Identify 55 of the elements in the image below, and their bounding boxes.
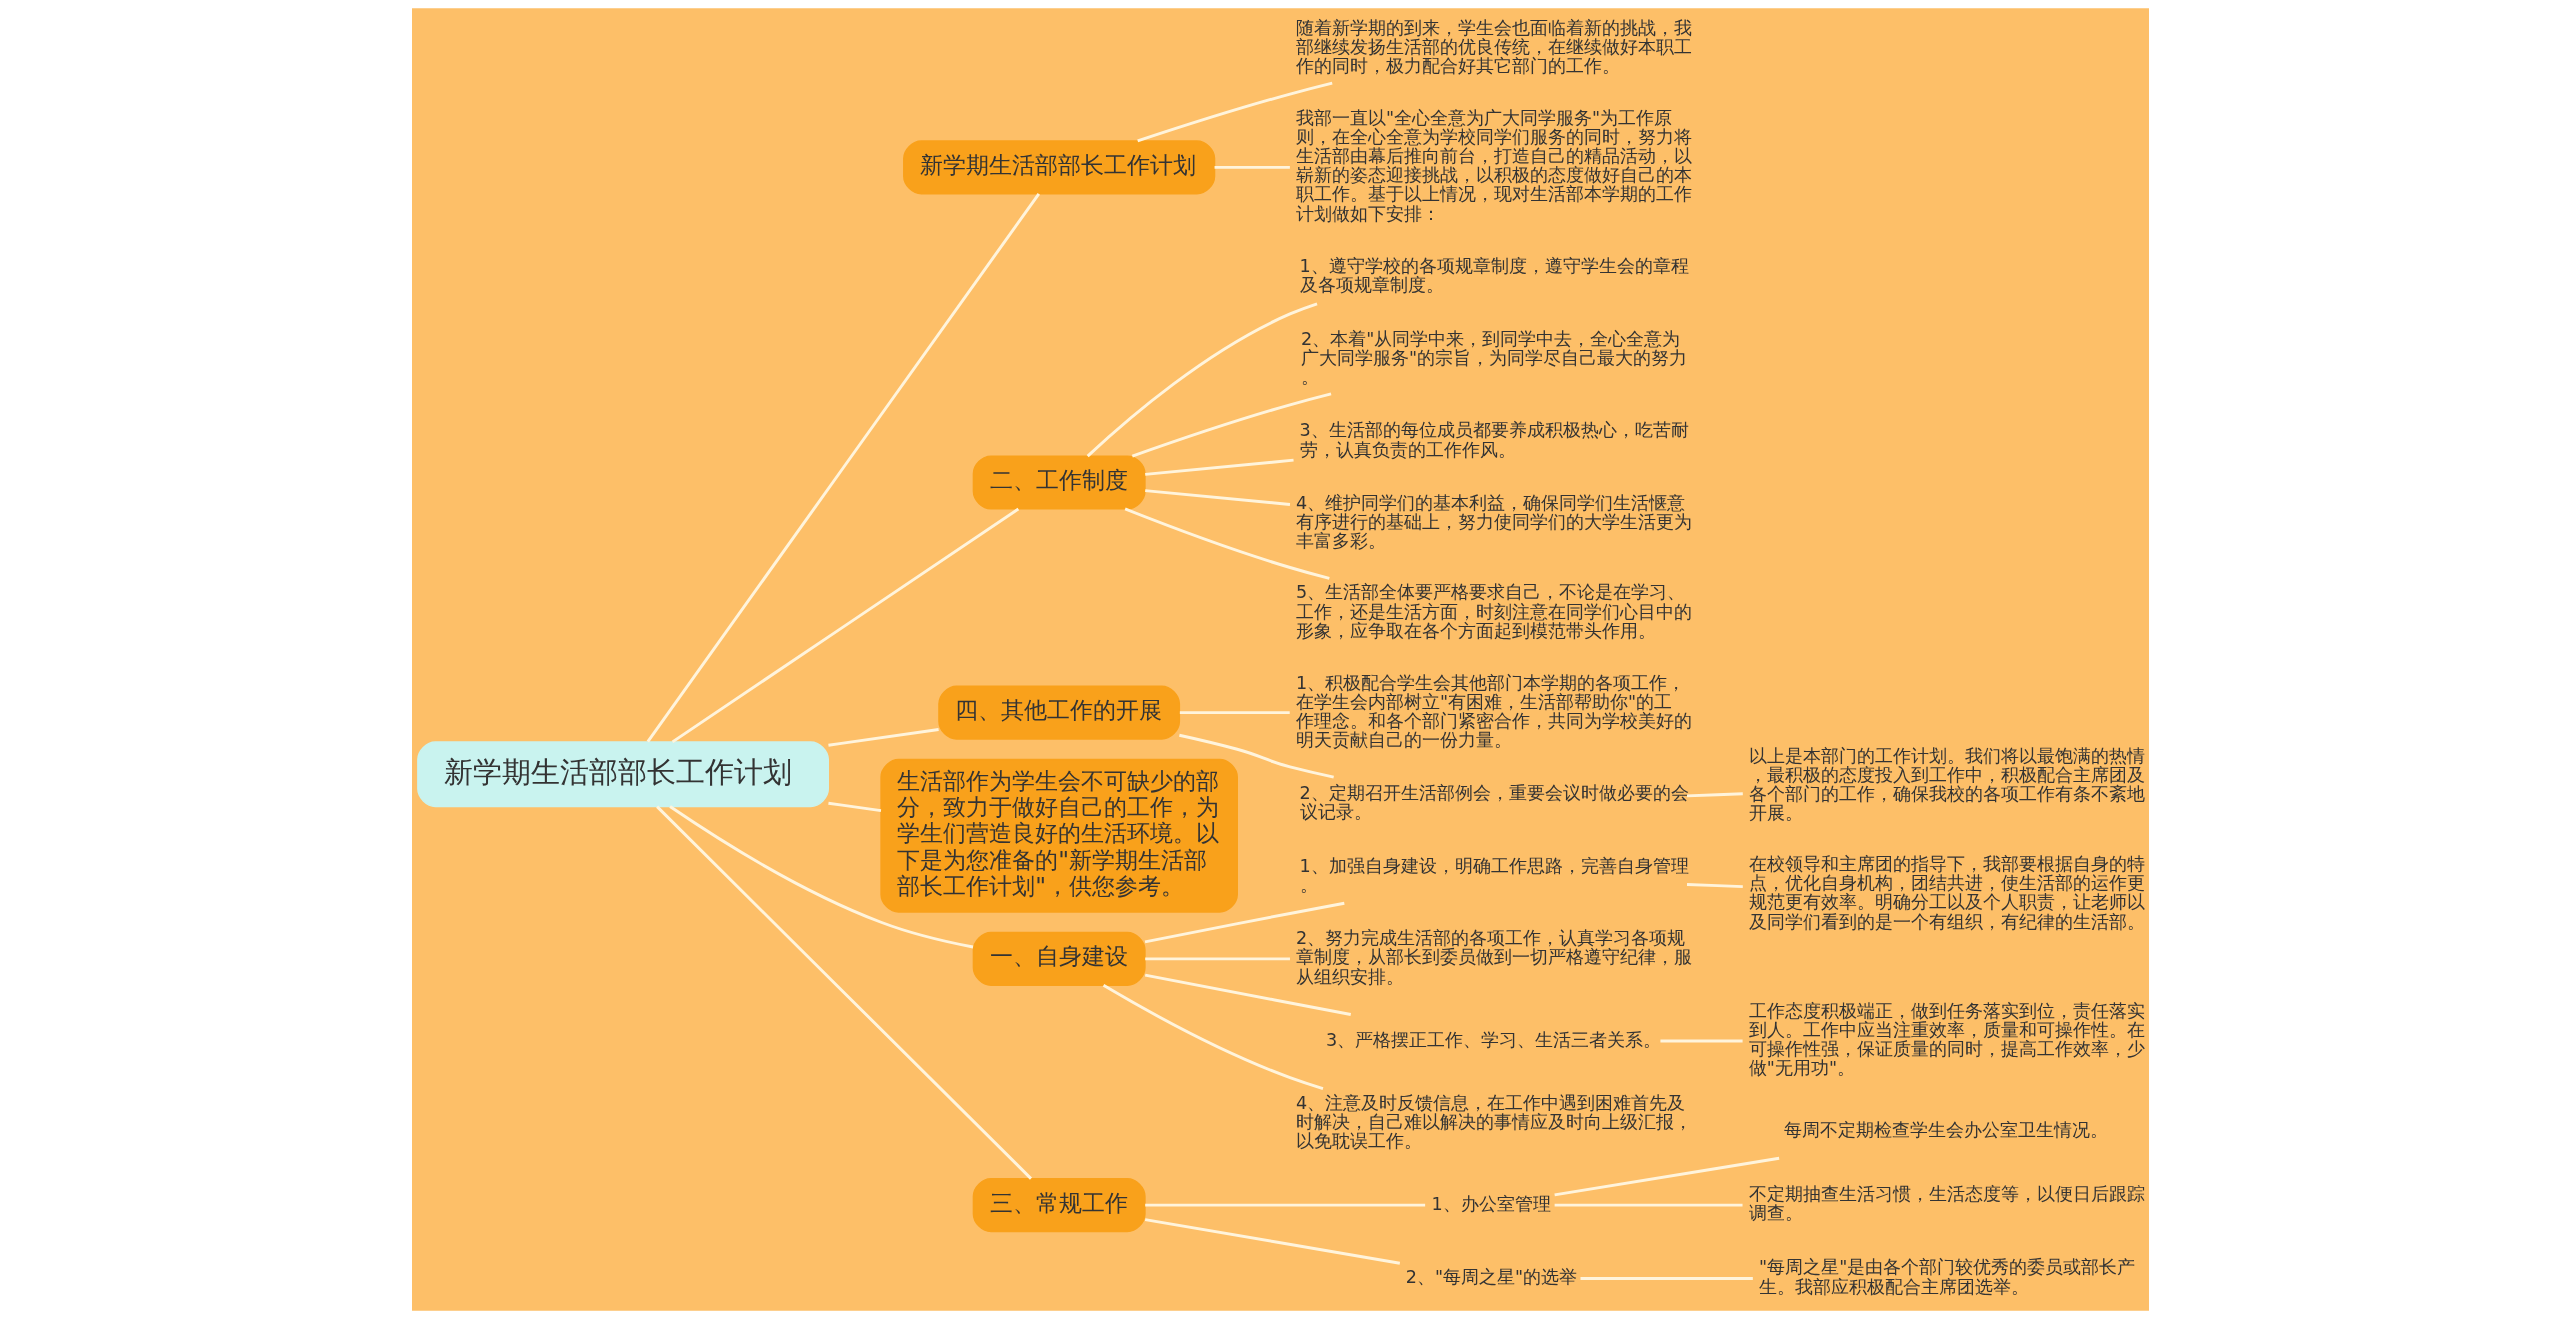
connector	[1124, 507, 1330, 580]
connector	[1144, 973, 1351, 1016]
connector	[1144, 901, 1345, 944]
node-box: 一、自身建设	[972, 931, 1146, 986]
node-text: 工作态度积极端正，做到任务落实到位，责任落实到人。工作中应当注重效率，质量和可操作性。在可操作性强，保证质量的同时，提高工作效率，少做"无用功"。	[1748, 1000, 2145, 1079]
connector	[1178, 733, 1334, 779]
connector	[1553, 1156, 1779, 1197]
connector	[1131, 392, 1331, 458]
node-text: 1、积极配合学生会其他部门本学期的各项工作，在学生会内部树立"有困难，生活部帮助你"的工作理念。和各个部门紧密合作，共同为学校美好的明天贡献自己的一份力量。	[1295, 672, 1692, 750]
connector	[827, 801, 881, 813]
connector	[1144, 458, 1294, 476]
connector	[671, 507, 1019, 744]
connector	[1580, 1276, 1753, 1280]
connector	[1144, 1218, 1400, 1265]
connector	[1554, 1203, 1743, 1207]
node-text: 4、注意及时反馈信息，在工作中遇到困难首先及时解决，自己难以解决的事情应及时向上级汇报，以免耽误工作。	[1295, 1092, 1692, 1151]
node-text: 1、办公室管理	[1430, 1193, 1551, 1214]
node-text: 3、生活部的每位成员都要养成积极热心，吃苦耐劳，认真负责的工作作风。	[1299, 420, 1689, 460]
connector	[1144, 957, 1290, 961]
connector	[1214, 165, 1290, 169]
node-text: 我部一直以"全心全意为广大同学服务"为工作原则，在全心全意为学校同学们服务的同时，努力将生活部由幕后推向前台，打造自己的精品活动，以崭新的姿态迎接挑战，以积极的态度做好自己的本职工作。基于以上情况，现对生活部本学期的工作计划做如下安排：	[1295, 108, 1692, 224]
connector	[1179, 711, 1290, 715]
node-text: 每周不定期检查学生会办公室卫生情况。	[1783, 1120, 2108, 1141]
node-box: 三、常规工作	[972, 1178, 1146, 1233]
node-text: 在校领导和主席团的指导下，我部要根据自身的特点，优化自身机构，团结共进，使生活部的运作更规范更有效率。明确分工以及个人职责，让老师以及同学们看到的是一个有组织，有纪律的生活部。	[1748, 854, 2145, 932]
node-text: 2、"每周之星"的选举	[1405, 1266, 1577, 1287]
connector	[668, 805, 973, 949]
node-text: 3、严格摆正工作、学习、生活三者关系。	[1325, 1029, 1661, 1050]
connector	[1686, 883, 1743, 889]
connector	[1136, 81, 1333, 143]
connector	[1086, 302, 1318, 458]
node-text: 5、生活部全体要严格要求自己，不论是在学习、工作，还是生活方面，时刻注意在同学们心目中的形象，应争取在各个方面起到模范带头作用。	[1295, 582, 1692, 641]
node-text: 1、遵守学校的各项规章制度，遵守学生会的章程及各项规章制度。	[1299, 256, 1689, 296]
connector	[1144, 489, 1290, 506]
node-box: 新学期生活部部长工作计划	[902, 140, 1215, 195]
node-text: "每周之星"是由各个部门较优秀的委员或部长产生。我部应积极配合主席团选举。	[1758, 1257, 2135, 1297]
node-text: 1、加强自身建设，明确工作思路，完善自身管理。	[1299, 855, 1689, 895]
connector	[1144, 1203, 1425, 1207]
node-text: 2、本着"从同学中来，到同学中去，全心全意为广大同学服务"的宗旨，为同学尽自己最大的努力。	[1300, 328, 1687, 387]
node-box: 新学期生活部部长工作计划	[416, 741, 829, 808]
node-text: 2、努力完成生活部的各项工作，认真学习各项规章制度，从部长到委员做到一切严格遵守纪律，服从组织安排。	[1295, 928, 1692, 987]
node-text: 不定期抽查生活习惯，生活态度等，以便日后跟踪调查。	[1748, 1184, 2145, 1224]
connector	[827, 728, 939, 747]
node-text: 2、定期召开生活部例会，重要会议时做必要的会议记录。	[1299, 782, 1689, 822]
node-text: 以上是本部门的工作计划。我们将以最饱满的热情，最积极的态度投入到工作中，积极配合主席团及各个部门的工作，确保我校的各项工作有条不紊地开展。	[1748, 745, 2145, 824]
connector	[655, 805, 1032, 1180]
connector	[1659, 1039, 1743, 1043]
node-text: 随着新学期的到来，学生会也面临着新的挑战，我部继续发扬生活部的优良传统，在继续做好本职工作的同时，极力配合好其它部门的工作。	[1295, 18, 1692, 77]
connector	[1686, 792, 1743, 798]
connector	[646, 192, 1040, 743]
node-box: 生活部作为学生会不可缺少的部分，致力于做好自己的工作，为学生们营造良好的生活环境。以下是为您准备的"新学期生活部部长工作计划"，供您参考。	[879, 758, 1238, 913]
node-text: 4、维护同学们的基本利益，确保同学们生活惬意有序进行的基础上，努力使同学们的大学生活更为丰富多彩。	[1295, 493, 1692, 552]
node-box: 二、工作制度	[972, 455, 1146, 510]
connector	[1102, 984, 1323, 1090]
node-box: 四、其他工作的开展	[937, 685, 1180, 740]
